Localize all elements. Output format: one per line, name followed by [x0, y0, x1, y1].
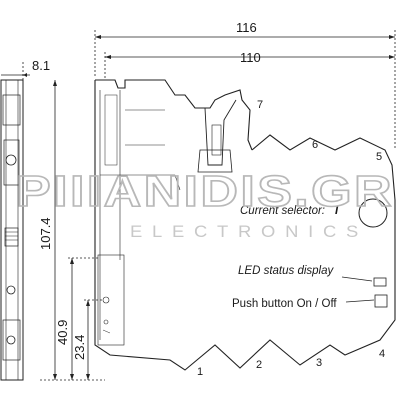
- current-selector-value: I: [335, 205, 339, 217]
- part-number-1: 1: [197, 366, 203, 378]
- led-height-label: 23.4: [72, 335, 87, 360]
- part-number-6: 6: [312, 139, 318, 151]
- led-status-label: LED status display: [238, 265, 334, 277]
- watermark-subtitle: ELECTRONICS: [130, 222, 368, 241]
- width-dimension: [1, 62, 30, 80]
- height-label: 107.4: [38, 217, 53, 250]
- part-number-5: 5: [376, 151, 382, 163]
- relay-body-outline: [94, 79, 396, 371]
- vertical-dimensions: [40, 80, 105, 381]
- overall-length-label: 116: [236, 20, 257, 35]
- top-dimensions: [94, 30, 396, 150]
- part-number-3: 3: [316, 357, 322, 369]
- width-dimension-label: 8.1: [32, 58, 50, 73]
- current-selector-label: Current selector:: [240, 205, 325, 217]
- button-height-label: 40.9: [55, 320, 70, 345]
- push-button-leader-line: [345, 299, 375, 303]
- side-view: [0, 79, 24, 381]
- part-number-2: 2: [256, 359, 262, 371]
- push-button-label: Push button On / Off: [232, 298, 337, 310]
- body-length-label: 110: [240, 50, 261, 65]
- part-number-7: 7: [257, 99, 263, 111]
- watermark-brand: PIIIANIDIS.GR: [16, 167, 394, 216]
- led-leader-line: [341, 276, 373, 282]
- part-number-4: 4: [379, 348, 385, 360]
